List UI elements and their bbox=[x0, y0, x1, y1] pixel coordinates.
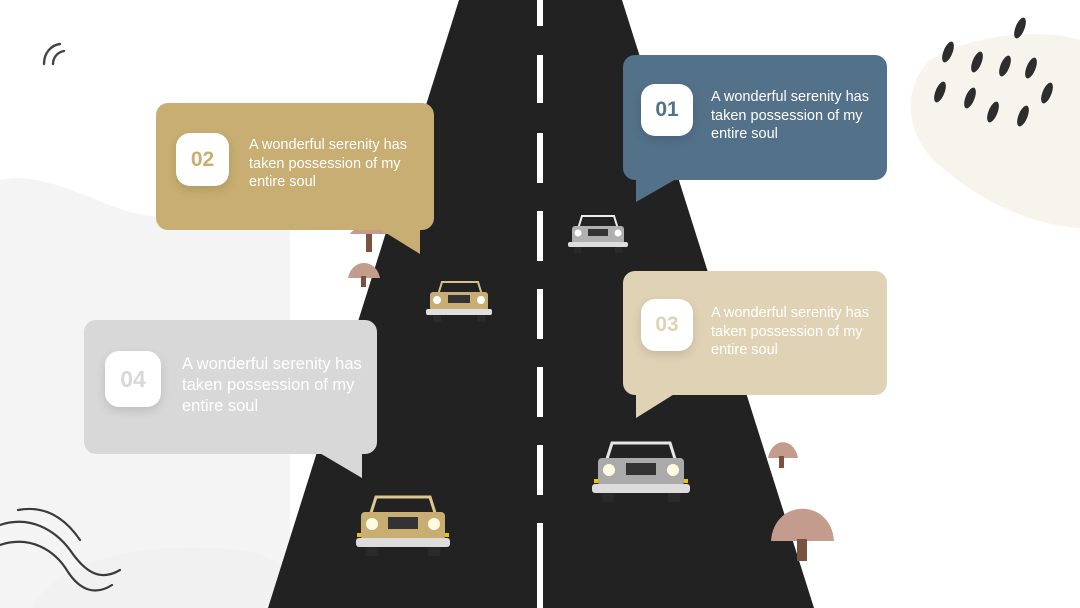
step-number-badge: 01 bbox=[641, 84, 693, 136]
step-description: A wonderful serenity has taken possessio… bbox=[249, 137, 407, 191]
mushroom-decoration bbox=[348, 226, 834, 561]
signal-arcs-decoration bbox=[42, 42, 66, 66]
wavy-lines-decoration bbox=[0, 507, 122, 592]
bubble-tail-03 bbox=[636, 393, 676, 418]
bubble-tail-01 bbox=[636, 178, 678, 202]
background-blob-bottom bbox=[30, 547, 310, 608]
step-bubble-01: 01 A wonderful serenity has taken posses… bbox=[623, 55, 887, 180]
step-number-badge: 03 bbox=[641, 299, 693, 351]
step-bubble-03: 03 A wonderful serenity has taken posses… bbox=[623, 271, 887, 395]
bubble-tail-04 bbox=[318, 452, 362, 478]
step-bubble-04: 04 A wonderful serenity has taken posses… bbox=[84, 320, 377, 454]
road-center-dashes bbox=[537, 0, 543, 608]
step-description: A wonderful serenity has taken possessio… bbox=[182, 355, 362, 416]
step-number-badge: 02 bbox=[176, 133, 229, 186]
step-description: A wonderful serenity has taken possessio… bbox=[711, 89, 869, 143]
car-decoration bbox=[356, 215, 690, 556]
raindrop-decoration bbox=[934, 17, 1053, 127]
step-bubble-02: 02 A wonderful serenity has taken posses… bbox=[156, 103, 434, 230]
step-description: A wonderful serenity has taken possessio… bbox=[711, 305, 869, 359]
step-number-badge: 04 bbox=[105, 351, 161, 407]
background-blob-right bbox=[910, 34, 1080, 228]
bubble-tail-02 bbox=[378, 228, 420, 254]
